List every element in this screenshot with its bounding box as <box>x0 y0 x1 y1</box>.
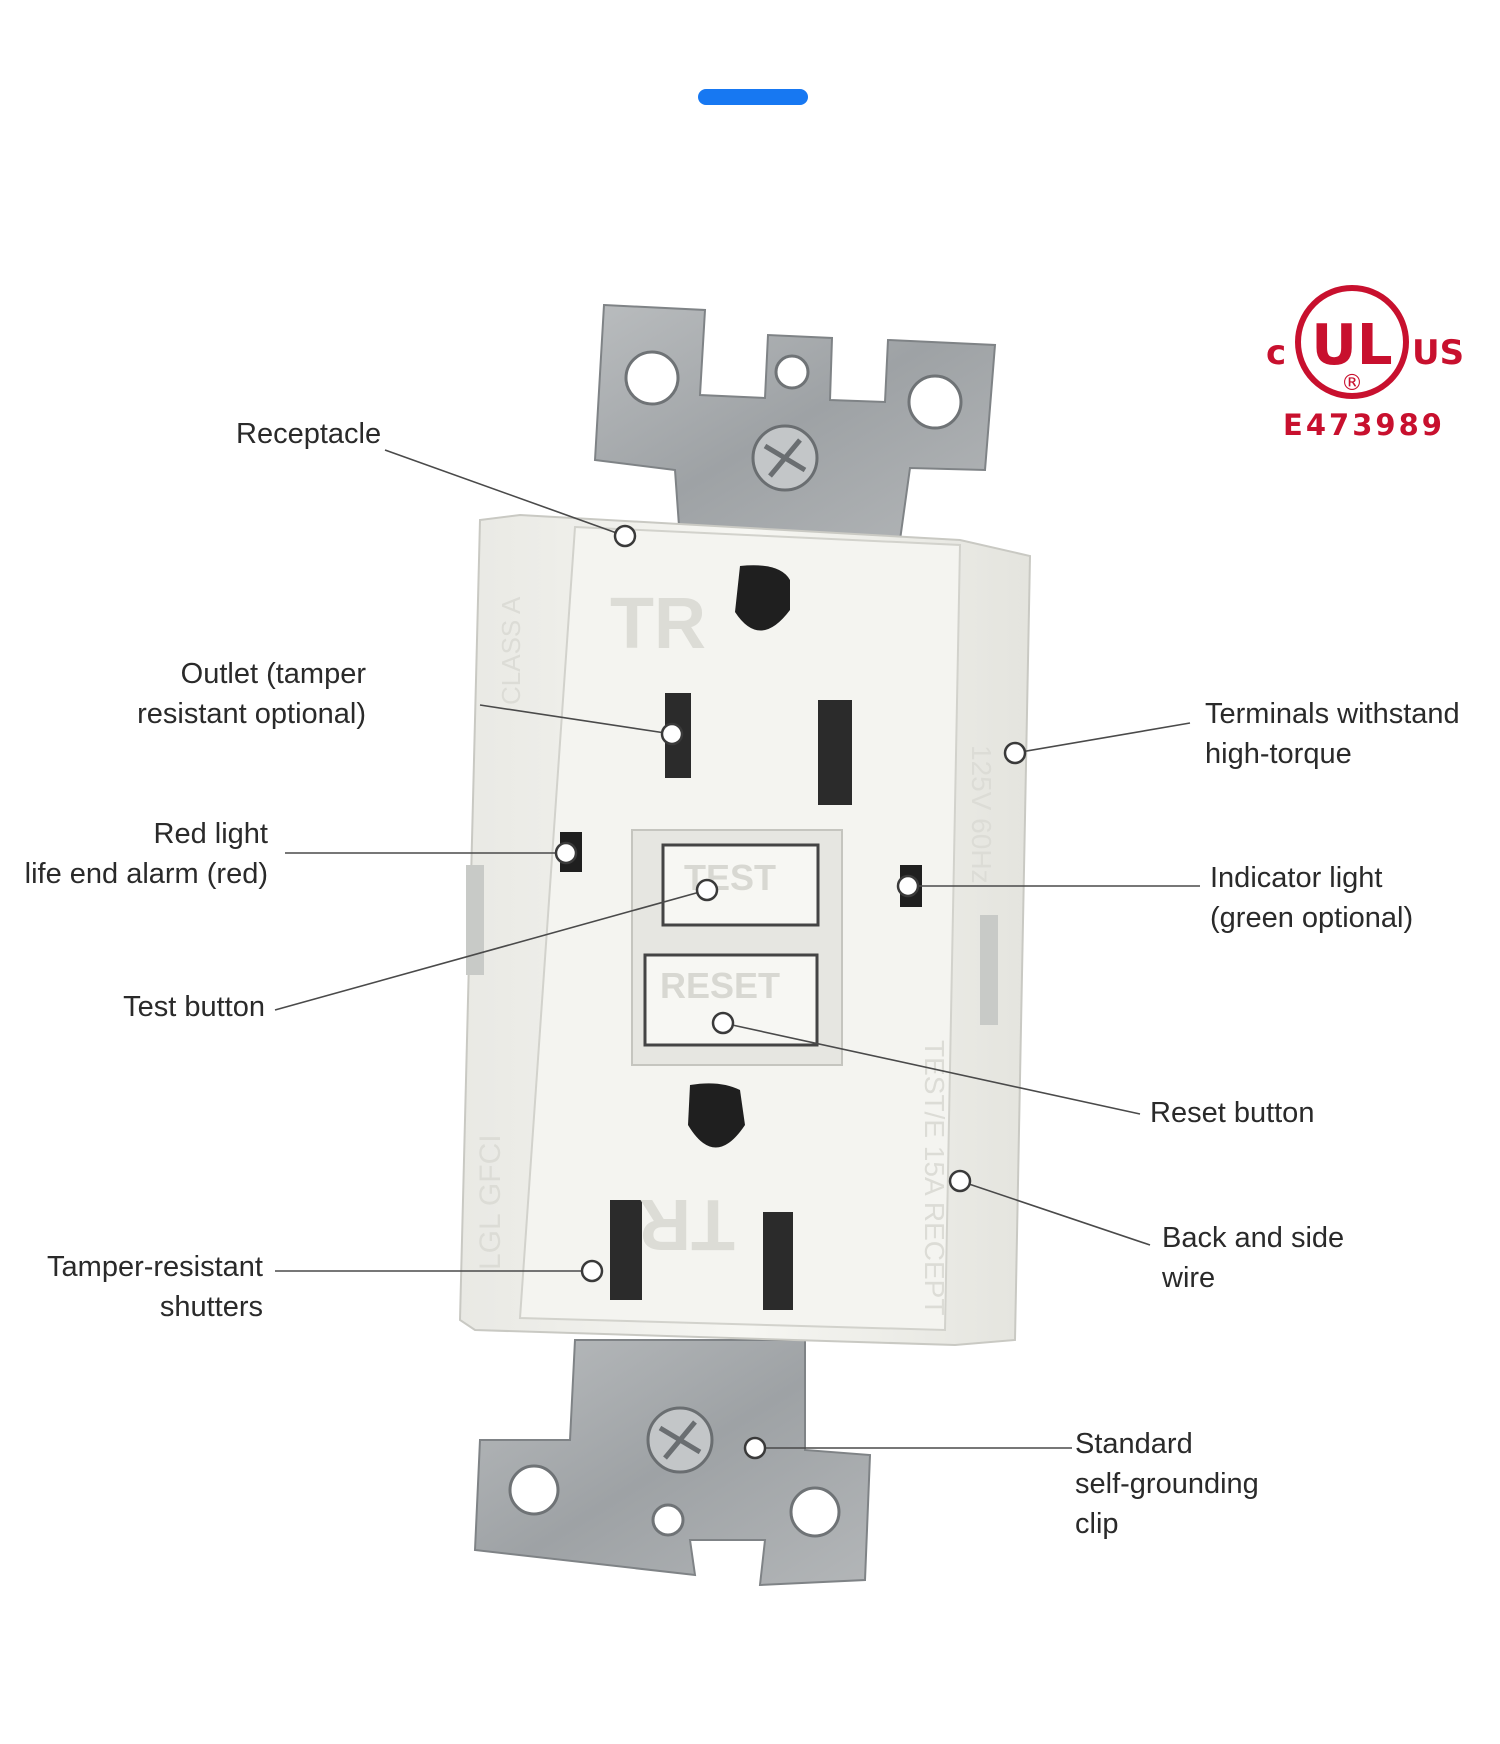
callout-test-button-line: Test button <box>123 991 265 1023</box>
top-mounting-strap <box>593 303 997 541</box>
callout-red-light-line-2: life end alarm (red) <box>24 858 268 890</box>
callout-red-light-line-1: Red light <box>153 818 268 850</box>
callout-terminals-line-1: Terminals withstand <box>1205 698 1460 730</box>
callout-grounding-clip: Standard self-grounding clip <box>1075 1424 1259 1544</box>
callout-outlet-line-2: resistant optional) <box>137 698 366 730</box>
callout-dot-back-side-wire <box>948 1169 972 1193</box>
callout-terminals: Terminals withstand high-torque <box>1205 694 1460 774</box>
callout-outlet: Outlet (tamper resistant optional) <box>110 654 366 734</box>
callout-tamper-shutters-line-1: Tamper-resistant <box>47 1251 263 1283</box>
product-markings: TR TR CLASS A 125V 60Hz TEST RESET LGL G… <box>474 584 997 1315</box>
page-indicator-bar[interactable] <box>698 89 808 105</box>
marking-tr-bottom: TR <box>639 1184 735 1264</box>
callout-dot-reset-button <box>711 1011 735 1035</box>
certification-number: E473989 <box>1283 408 1445 442</box>
callout-dot-test-button <box>695 878 719 902</box>
callout-dot-red-light <box>554 841 578 865</box>
callout-leaders <box>274 449 1200 1449</box>
callout-back-side-wire-line-2: wire <box>1162 1262 1216 1294</box>
callout-reset-button: Reset button <box>1150 1093 1314 1133</box>
callout-receptacle: Receptacle <box>236 414 381 454</box>
callout-dot-grounding-clip <box>743 1436 767 1460</box>
callout-dot-outlet <box>660 722 684 746</box>
ul-registered-symbol: ® <box>1341 371 1363 396</box>
ul-right-suffix: US <box>1412 333 1464 373</box>
ul-mark-text: UL <box>1311 313 1392 378</box>
marking-receptacle-rating: TEST/E 15A RECEPT <box>919 1040 950 1315</box>
callout-grounding-clip-line-1: Standard <box>1075 1428 1193 1460</box>
callout-indicator-light: Indicator light (green optional) <box>1210 858 1413 938</box>
marking-tr-top: TR <box>610 584 706 664</box>
callout-dot-terminals <box>1003 741 1027 765</box>
callout-grounding-clip-line-2: self-grounding <box>1075 1468 1259 1500</box>
callout-tamper-shutters-line-2: shutters <box>159 1291 263 1323</box>
callout-back-side-wire: Back and side wire <box>1162 1218 1344 1298</box>
callout-tamper-shutters: Tamper-resistant shutters <box>20 1247 263 1327</box>
callout-outlet-line-1: Outlet (tamper <box>180 658 366 690</box>
ul-certification-logo: UL ® c US <box>1266 285 1464 399</box>
callout-terminals-line-2: high-torque <box>1205 738 1352 770</box>
callout-back-side-wire-line-1: Back and side <box>1162 1222 1345 1254</box>
callout-test-button: Test button <box>60 987 265 1027</box>
callout-indicator-light-line-1: Indicator light <box>1210 862 1383 894</box>
callout-receptacle-line: Receptacle <box>236 418 382 450</box>
callout-points <box>554 524 1027 1460</box>
callout-red-light: Red light life end alarm (red) <box>10 814 268 894</box>
callout-dot-receptacle <box>613 524 637 548</box>
marking-class: CLASS A <box>496 596 526 705</box>
callout-dot-indicator-light <box>896 874 920 898</box>
marking-rating: 125V 60Hz <box>966 745 997 884</box>
callout-reset-button-line: Reset button <box>1150 1097 1315 1129</box>
ul-left-prefix: c <box>1266 333 1286 373</box>
callout-dot-tamper-shutters <box>580 1259 604 1283</box>
marking-gfci: LGL GFCI <box>474 1134 507 1270</box>
marking-reset-button: RESET <box>660 965 780 1006</box>
callout-indicator-light-line-2: (green optional) <box>1210 902 1414 934</box>
bottom-mounting-strap <box>473 1339 872 1587</box>
callout-grounding-clip-line-3: clip <box>1075 1508 1119 1540</box>
